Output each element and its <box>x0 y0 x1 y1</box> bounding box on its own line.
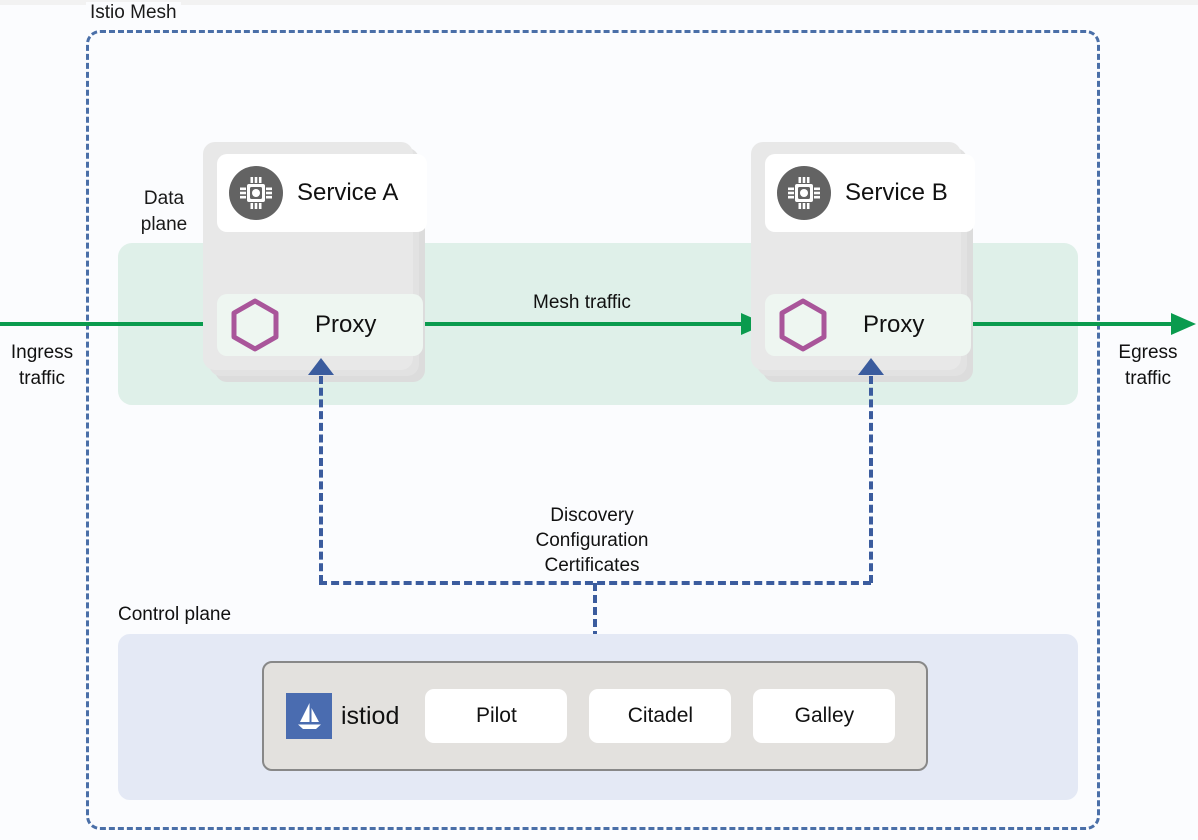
hexagon-icon <box>777 297 829 353</box>
pod-service-b: Service B Proxy <box>751 142 975 382</box>
istio-sailboat-logo-icon <box>286 693 332 739</box>
data-plane-label: Data plane <box>119 186 209 238</box>
ingress-traffic-arrow <box>0 313 228 335</box>
egress-traffic-label: Egress traffic <box>1108 340 1188 392</box>
chip-icon <box>777 166 831 220</box>
config-arrow-to-proxy-b <box>858 358 884 375</box>
component-citadel[interactable]: Citadel <box>589 689 732 743</box>
proxy-a-box[interactable]: Proxy <box>217 294 423 356</box>
service-a-box[interactable]: Service A <box>217 154 427 232</box>
config-line-proxy-b <box>869 376 873 583</box>
pod-service-a: Service A Proxy <box>203 142 427 382</box>
component-galley[interactable]: Galley <box>753 689 896 743</box>
config-description-label: Discovery Configuration Certificates <box>497 503 687 578</box>
data-plane-label-line2: plane <box>140 214 188 235</box>
egress-label-line2: traffic <box>1124 368 1172 389</box>
ingress-label-line2: traffic <box>18 368 66 389</box>
istio-mesh-label: Istio Mesh <box>86 2 181 24</box>
service-b-box[interactable]: Service B <box>765 154 975 232</box>
istiod-container: istiod Pilot Citadel Galley <box>262 661 928 771</box>
proxy-b-label: Proxy <box>863 311 925 338</box>
mesh-traffic-label: Mesh traffic <box>533 292 631 313</box>
ingress-traffic-label: Ingress traffic <box>2 340 82 392</box>
config-label-line3: Certificates <box>544 555 640 576</box>
proxy-b-box[interactable]: Proxy <box>765 294 971 356</box>
istiod-brand: istiod <box>286 693 399 739</box>
config-arrow-to-proxy-a <box>308 358 334 375</box>
egress-traffic-arrow <box>966 313 1196 335</box>
hexagon-icon <box>229 297 281 353</box>
service-b-label: Service B <box>845 179 948 206</box>
istiod-label: istiod <box>341 701 400 730</box>
config-label-line2: Configuration <box>535 530 649 551</box>
data-plane-label-line1: Data <box>143 188 185 209</box>
istio-mesh-boundary <box>86 30 1100 830</box>
proxy-a-label: Proxy <box>315 311 377 338</box>
chip-icon <box>229 166 283 220</box>
top-strip <box>0 0 1198 5</box>
service-a-label: Service A <box>297 179 399 206</box>
config-line-to-istiod <box>593 583 597 663</box>
component-pilot[interactable]: Pilot <box>425 689 568 743</box>
ingress-label-line1: Ingress <box>10 342 74 363</box>
config-label-line1: Discovery <box>550 505 634 526</box>
config-line-proxy-a <box>319 376 323 583</box>
egress-label-line1: Egress <box>1118 342 1178 363</box>
control-plane-label: Control plane <box>118 604 232 625</box>
